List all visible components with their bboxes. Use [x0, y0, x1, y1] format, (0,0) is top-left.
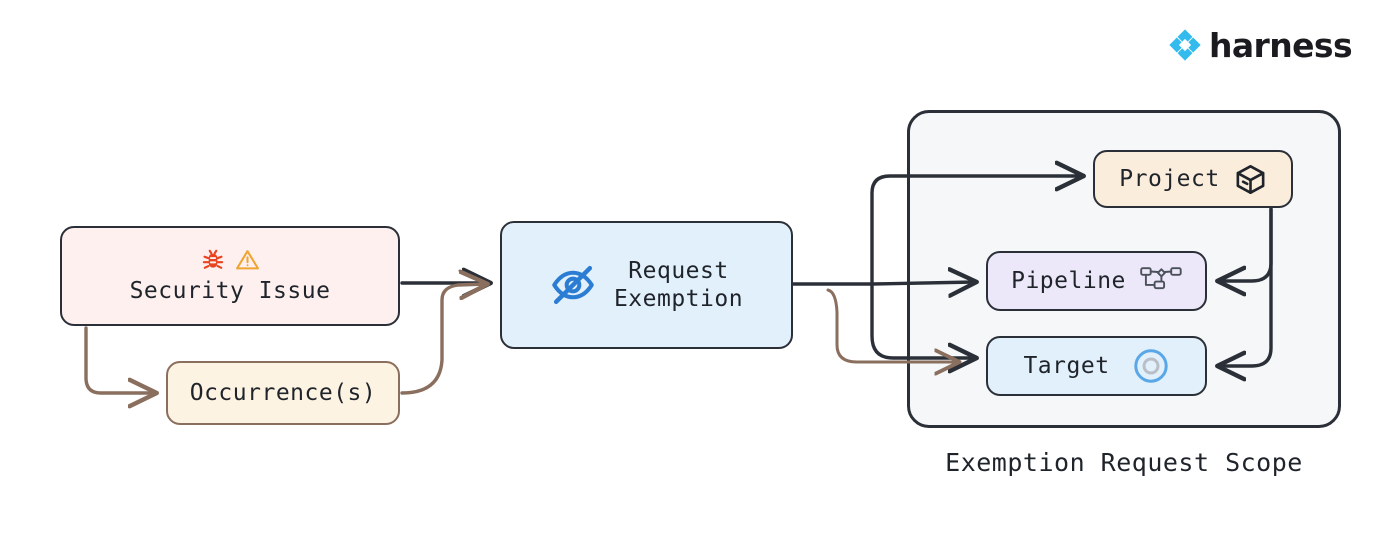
exemption-request-scope-label: Exemption Request Scope: [945, 448, 1303, 477]
eye-off-icon: [550, 262, 596, 308]
brand-name: harness: [1209, 25, 1353, 65]
edge-project-to-target: [1219, 207, 1273, 366]
node-occurrence-label: Occurrence(s): [189, 379, 377, 406]
node-project[interactable]: Project: [1093, 150, 1293, 208]
security-issue-icon-row: [200, 247, 260, 273]
node-security-issue[interactable]: Security Issue: [60, 226, 400, 326]
edge-request-to-target: [870, 283, 975, 358]
node-project-label: Project: [1119, 165, 1220, 192]
edge-security-to-occurrence: [84, 326, 155, 393]
node-request-exemption-label: Request Exemption: [613, 257, 744, 312]
edge-request-to-project: [870, 176, 1082, 286]
node-target[interactable]: Target: [986, 336, 1207, 396]
node-request-exemption[interactable]: Request Exemption: [500, 221, 793, 349]
pipeline-nodes-icon: [1140, 266, 1182, 296]
node-pipeline-label: Pipeline: [1011, 267, 1126, 294]
harness-logo: harness: [1168, 25, 1353, 65]
edge-occurrence-branch-to-target: [826, 288, 958, 362]
harness-diamond-logo-icon: [1169, 29, 1201, 61]
edge-project-to-pipeline: [1219, 207, 1273, 281]
node-target-label: Target: [1023, 352, 1110, 379]
target-circle-icon: [1132, 347, 1170, 385]
edge-occurrence-to-request: [400, 284, 486, 395]
node-pipeline[interactable]: Pipeline: [986, 251, 1207, 311]
warning-triangle-icon: [235, 247, 260, 272]
edge-request-to-pipeline: [870, 282, 975, 284]
cube-icon: [1234, 163, 1267, 196]
bug-icon: [200, 247, 226, 273]
node-occurrence[interactable]: Occurrence(s): [166, 361, 400, 425]
node-security-issue-label: Security Issue: [129, 277, 331, 304]
